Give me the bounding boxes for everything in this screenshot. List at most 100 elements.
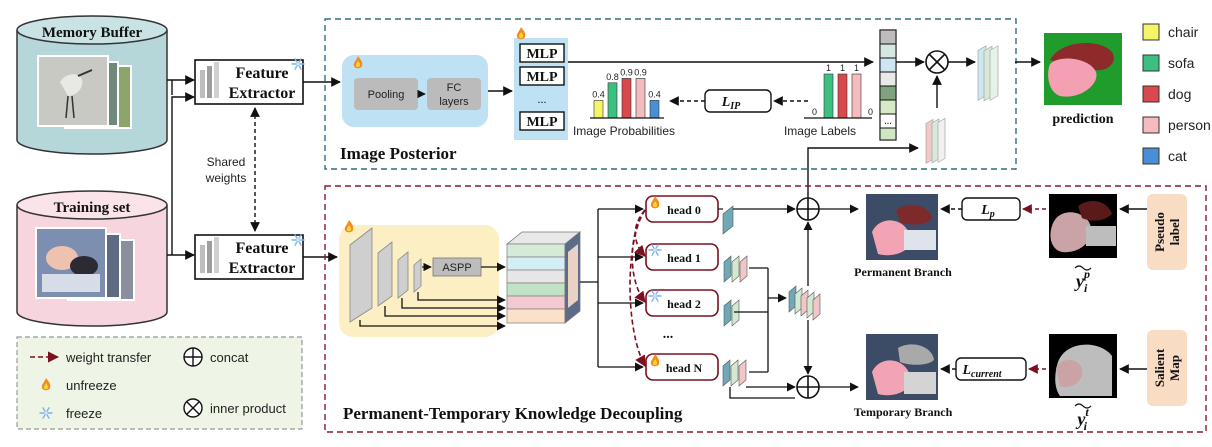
feature-extractor-label-2: Extractor xyxy=(229,85,296,102)
probability-bar-person xyxy=(635,78,646,119)
loss-ip: LIP xyxy=(669,89,808,113)
feature-extractor-bottom: Feature Extractor xyxy=(194,234,305,280)
feature-extractor-top: Feature Extractor xyxy=(194,58,305,105)
probability-bar-cat xyxy=(649,100,660,119)
label-bar-dog xyxy=(837,73,848,119)
heads-ellipsis: ... xyxy=(663,327,674,342)
probability-value-sofa: 0.8 xyxy=(606,72,619,82)
legend-label-person: person xyxy=(1168,117,1211,133)
head-n-output xyxy=(722,359,747,387)
feature-extractor-label-1: Feature xyxy=(235,240,288,257)
class-vector: ... xyxy=(879,29,897,141)
pseudo-label-tag: Pseudo label xyxy=(1119,194,1187,270)
label-value-cat: 0 xyxy=(868,107,873,117)
unfreeze-icon xyxy=(344,220,354,233)
legend-unfreeze: unfreeze xyxy=(66,378,117,393)
svg-text:label: label xyxy=(1167,218,1182,245)
head-2: head 2 xyxy=(645,289,719,317)
probability-bar-chair xyxy=(593,100,604,119)
probability-bar-dog xyxy=(621,78,632,119)
label-bar-person xyxy=(851,73,862,119)
posterior-feature-stack xyxy=(977,45,999,102)
aspp-label: ASPP xyxy=(442,262,471,274)
legend-label-sofa: sofa xyxy=(1168,55,1195,71)
legend-freeze: freeze xyxy=(66,406,102,421)
svg-text:...: ... xyxy=(884,116,892,127)
head-2-output xyxy=(723,299,740,327)
mlp-label: MLP xyxy=(526,70,558,85)
image-labels-label: Image Labels xyxy=(784,124,856,138)
legend-swatch-sofa xyxy=(1142,54,1160,72)
head-1: head 1 xyxy=(645,243,719,271)
image-probabilities-label: Image Probabilities xyxy=(573,124,675,138)
temporary-branch-image: Temporary Branch xyxy=(854,334,953,419)
temporary-branch-label: Temporary Branch xyxy=(854,405,953,419)
svg-text:Lp: Lp xyxy=(980,203,995,220)
svg-text:yti: yti xyxy=(1075,405,1089,433)
feature-stack-lower xyxy=(925,117,946,164)
legend-swatch-cat xyxy=(1142,147,1160,165)
old-heads-merge xyxy=(734,267,787,373)
head-0-output xyxy=(718,205,734,235)
svg-text:LIP: LIP xyxy=(721,95,741,112)
shared-weights-label-2: weights xyxy=(205,171,247,185)
loss-p: Lp xyxy=(940,197,1046,221)
svg-text:Lcurrent: Lcurrent xyxy=(961,363,1002,380)
legend-concat-icon xyxy=(183,347,203,367)
heads-fanout xyxy=(580,204,644,372)
shared-weights: Shared weights xyxy=(202,107,260,232)
svg-text:Salient: Salient xyxy=(1152,348,1167,387)
prediction-label: prediction xyxy=(1052,112,1113,127)
mlp-stack: MLP MLP ... MLP xyxy=(514,27,568,140)
mlp-label: MLP xyxy=(526,115,558,130)
head-1-output xyxy=(723,255,748,283)
legend-swatch-chair xyxy=(1142,23,1160,41)
probability-value-cat: 0.4 xyxy=(648,89,661,99)
old-heads-stack xyxy=(788,285,821,321)
concat-connectors xyxy=(729,204,859,399)
feature-extractor-label-1: Feature xyxy=(235,65,288,82)
unfreeze-icon xyxy=(516,27,526,40)
segmentation-backbone: ASPP xyxy=(339,220,506,337)
pooling-fc-block: Pooling FC layers xyxy=(342,55,488,127)
label-value-dog: 1 xyxy=(840,63,845,73)
legend-weight-transfer: weight transfer xyxy=(65,350,152,365)
label-bar-sofa xyxy=(823,73,834,119)
image-posterior-title: Image Posterior xyxy=(340,144,457,163)
image-posterior-panel xyxy=(324,18,1017,170)
shared-weights-label-1: Shared xyxy=(207,155,246,169)
legend-swatch-person xyxy=(1142,116,1160,134)
permanent-branch-label: Permanent Branch xyxy=(854,265,952,279)
svg-text:head N: head N xyxy=(666,361,703,375)
prediction-image: prediction xyxy=(1044,33,1122,127)
legend-inner-product: inner product xyxy=(210,401,286,416)
loss-current: Lcurrent xyxy=(940,357,1046,381)
svg-text:head 1: head 1 xyxy=(667,251,701,265)
legend-inner-product-icon xyxy=(183,398,203,418)
feature-extractor-label-2: Extractor xyxy=(229,260,296,277)
inner-product-symbol xyxy=(925,50,949,74)
svg-text:Map: Map xyxy=(1167,355,1182,381)
symbol-legend: weight transfer concat unfreeze inner pr… xyxy=(16,336,303,430)
decoupling-title: Permanent-Temporary Knowledge Decoupling xyxy=(343,404,683,423)
label-value-sofa: 1 xyxy=(826,63,831,73)
head-0: head 0 xyxy=(645,195,719,223)
pooling-label: Pooling xyxy=(368,89,405,101)
legend-label-dog: dog xyxy=(1168,86,1191,102)
svg-text:ypi: ypi xyxy=(1074,267,1090,295)
salient-map-tag: Salient Map xyxy=(1119,330,1187,406)
probability-value-chair: 0.4 xyxy=(592,89,605,99)
decoupling-panel xyxy=(324,185,1207,433)
svg-text:head 2: head 2 xyxy=(667,297,701,311)
fc-label-1: FC xyxy=(447,82,462,94)
legend-swatch-dog xyxy=(1142,85,1160,103)
memory-buffer-cylinder: Memory Buffer xyxy=(16,15,168,155)
legend-label-chair: chair xyxy=(1168,24,1199,40)
concatenated-features xyxy=(505,231,582,324)
fc-label-2: layers xyxy=(439,96,469,108)
